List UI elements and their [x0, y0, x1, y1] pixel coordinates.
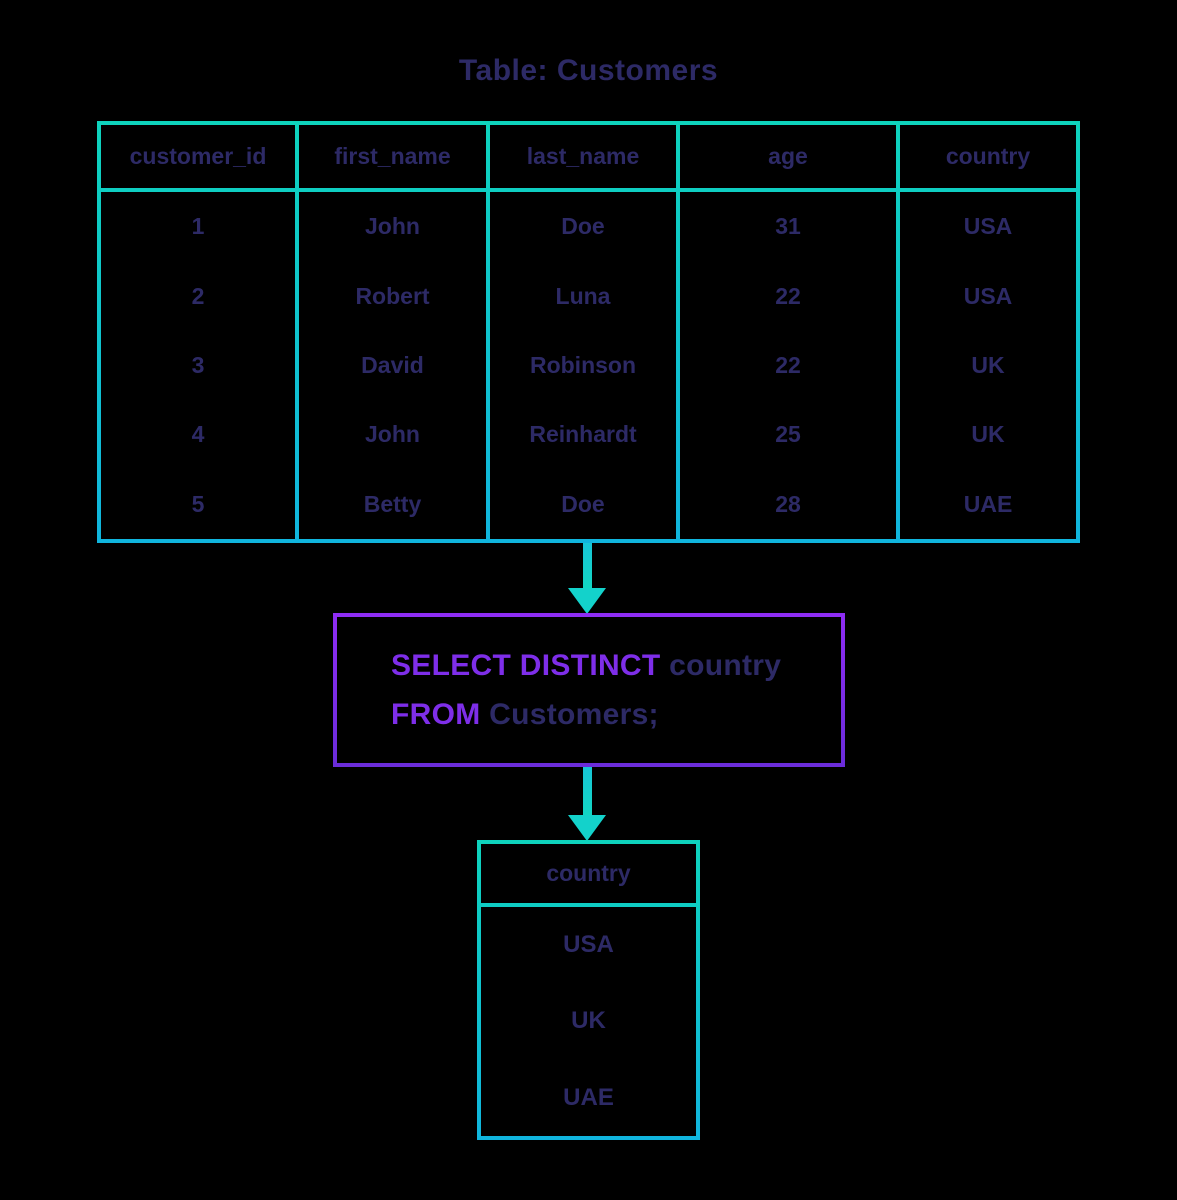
table-cell: 1 [191, 213, 205, 240]
table-cell: UAE [963, 490, 1013, 517]
table-cell: 3 [191, 352, 205, 379]
sql-line-1: SELECT DISTINCT country [391, 641, 841, 690]
table-cell: Doe [561, 490, 605, 517]
diagram-title: Table: Customers [458, 54, 719, 87]
table-cell: John [365, 213, 420, 240]
table-cell: USA [963, 282, 1013, 309]
column-header-age: age [680, 125, 896, 188]
arrow-down-icon [583, 543, 592, 589]
table-cell: 22 [775, 352, 801, 379]
table-cell: UK [971, 352, 1005, 379]
column-header-customer-id: customer_id [101, 125, 295, 188]
table-cell: John [365, 421, 420, 448]
arrow-down-head-icon [568, 588, 606, 614]
table-cell: Betty [363, 490, 422, 517]
column-customer-id: 1 2 3 4 5 [101, 192, 295, 539]
sql-identifier: Customers; [480, 698, 659, 731]
table-cell: 2 [191, 282, 205, 309]
result-cell: UAE [563, 1083, 614, 1111]
result-cell: UK [571, 1007, 606, 1035]
arrow-down-icon [583, 767, 592, 816]
table-cell: UK [971, 421, 1005, 448]
arrow-down-head-icon [568, 815, 606, 841]
column-header-country: country [900, 125, 1076, 188]
column-first-name: John Robert David John Betty [299, 192, 486, 539]
table-cell: Robinson [529, 352, 637, 379]
customers-table: customer_id first_name last_name age cou… [97, 121, 1080, 543]
result-cell: USA [563, 931, 614, 959]
table-cell: Reinhardt [529, 421, 637, 448]
column-header-last-name: last_name [490, 125, 676, 188]
table-cell: 5 [191, 490, 205, 517]
column-age: 31 22 22 25 28 [680, 192, 896, 539]
table-cell: David [361, 352, 424, 379]
sql-keyword: FROM [391, 698, 481, 731]
table-cell: 31 [775, 213, 801, 240]
table-cell: Doe [561, 213, 605, 240]
sql-identifier: country [660, 649, 782, 682]
sql-query-box: SELECT DISTINCT country FROM Customers; [333, 613, 845, 767]
result-column-header-country: country [481, 844, 696, 903]
table-cell: Robert [355, 282, 430, 309]
sql-keyword: SELECT DISTINCT [391, 649, 661, 682]
column-country: USA USA UK UK UAE [900, 192, 1076, 539]
table-cell: USA [963, 213, 1013, 240]
column-header-first-name: first_name [299, 125, 486, 188]
result-table: country USA UK UAE [477, 840, 700, 1140]
table-cell: 25 [775, 421, 801, 448]
table-cell: Luna [555, 282, 611, 309]
table-cell: 22 [775, 282, 801, 309]
column-last-name: Doe Luna Robinson Reinhardt Doe [490, 192, 676, 539]
result-column-country: USA UK UAE [481, 907, 696, 1136]
table-cell: 28 [775, 490, 801, 517]
table-cell: 4 [191, 421, 205, 448]
sql-line-2: FROM Customers; [391, 690, 841, 739]
